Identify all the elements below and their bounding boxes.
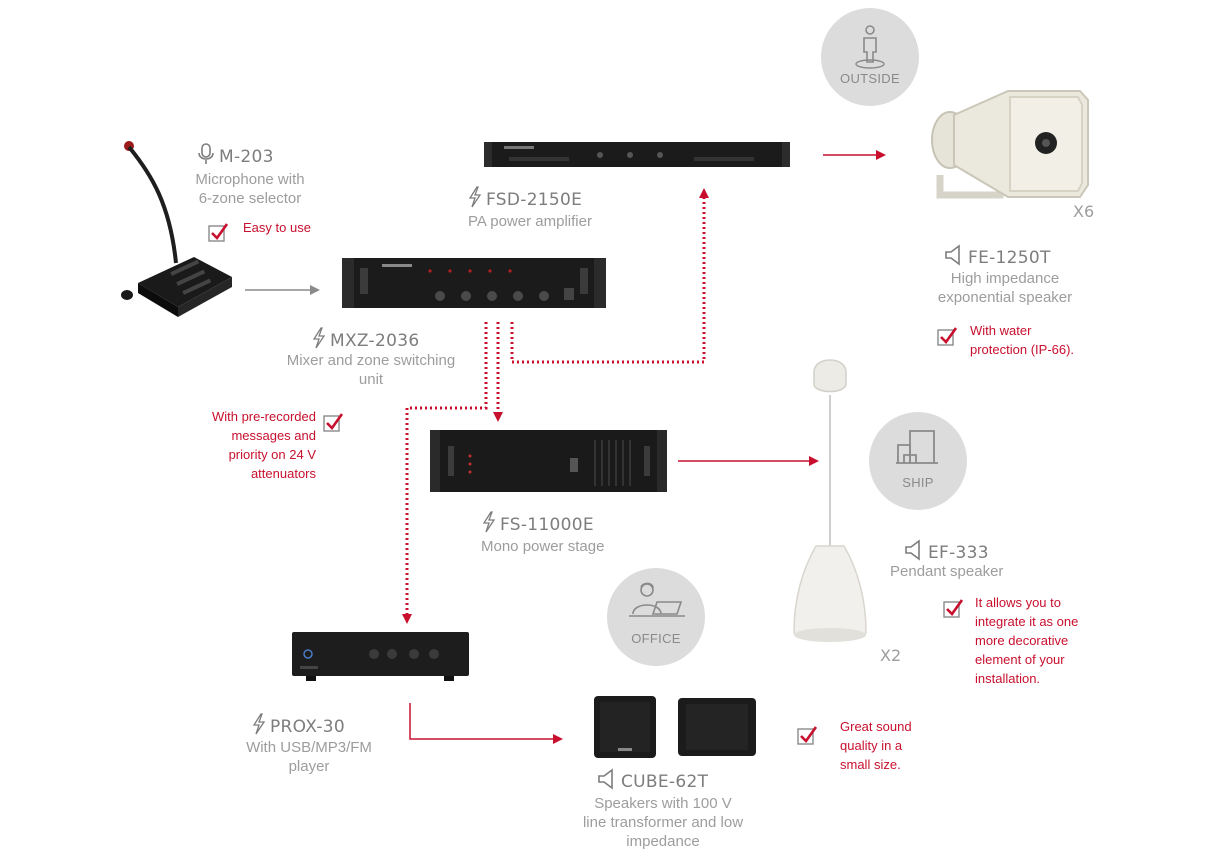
ef333-model: EF-333	[904, 539, 989, 563]
zone-label-ship: SHIP	[902, 475, 934, 490]
wire-mixer-to-amp	[510, 188, 709, 364]
fs11000e-model: FS-11000E	[482, 511, 594, 535]
ef333-note: It allows you to integrate it as one mor…	[975, 595, 1079, 686]
speaker-icon	[945, 244, 960, 266]
zone-badge-office: OFFICE	[607, 568, 705, 666]
zone-badge-outside: OUTSIDE	[821, 8, 919, 106]
fe1250t-model: FE-1250T	[944, 244, 1051, 268]
fe1250t-horn-speaker-image	[931, 90, 1089, 199]
check-icon	[797, 726, 817, 745]
mxz2036-note: With pre-recorded messages and priority …	[211, 409, 316, 481]
m203-description: Microphone with 6-zone selector	[195, 171, 305, 207]
cube62t-speakers-image	[594, 696, 756, 758]
fs11000e-description: Mono power stage	[481, 538, 605, 555]
check-icon	[323, 413, 343, 432]
mxz2036-description: Mixer and zone switching unit	[286, 352, 456, 388]
m203-note: Easy to use	[243, 220, 311, 235]
ef333-description: Pendant speaker	[890, 563, 1004, 580]
check-icon	[208, 223, 228, 242]
speaker-icon	[905, 539, 920, 561]
fe1250t-note: With water protection (IP-66).	[970, 323, 1075, 357]
fs11000e-power-stage-image	[430, 430, 667, 492]
cube62t-note: Great sound quality in a small size.	[840, 719, 912, 772]
wire-mixer-to-prox	[402, 322, 488, 624]
person-icon	[855, 25, 885, 69]
lightning-icon	[482, 511, 496, 533]
prox30-model: PROX-30	[252, 713, 345, 737]
building-icon	[896, 430, 938, 464]
fsd2150e-amplifier-image	[484, 142, 790, 167]
m203-model: M-203	[197, 143, 274, 167]
cube62t-description: Speakers with 100 V line transformer and…	[582, 795, 744, 850]
microphone-station-image	[121, 141, 232, 317]
zone-badge-ship: SHIP	[869, 412, 967, 510]
mxz2036-model: MXZ-2036	[312, 327, 419, 351]
fsd2150e-description: PA power amplifier	[468, 213, 592, 230]
fe1250t-description: High impedance exponential speaker	[937, 270, 1073, 306]
microphone-icon	[198, 143, 214, 164]
prox30-description: With USB/MP3/FM player	[246, 739, 372, 775]
ef333-quantity: X2	[880, 646, 902, 665]
worker-laptop-icon	[629, 582, 685, 617]
fe1250t-quantity: X6	[1073, 202, 1095, 221]
fsd2150e-model: FSD-2150E	[468, 186, 582, 210]
ef333-pendant-speaker-image	[793, 359, 867, 642]
zone-label-outside: OUTSIDE	[840, 71, 900, 86]
prox30-amplifier-image	[292, 632, 469, 681]
mxz2036-mixer-image	[342, 258, 606, 308]
check-icon	[937, 327, 957, 346]
speaker-icon	[598, 768, 613, 790]
lightning-icon	[468, 186, 482, 208]
lightning-icon	[252, 713, 266, 735]
check-icon	[943, 599, 963, 618]
cube62t-model: CUBE-62T	[597, 768, 708, 792]
wire-prox-to-cubes	[409, 703, 563, 744]
zone-label-office: OFFICE	[631, 631, 681, 646]
lightning-icon	[312, 327, 326, 349]
